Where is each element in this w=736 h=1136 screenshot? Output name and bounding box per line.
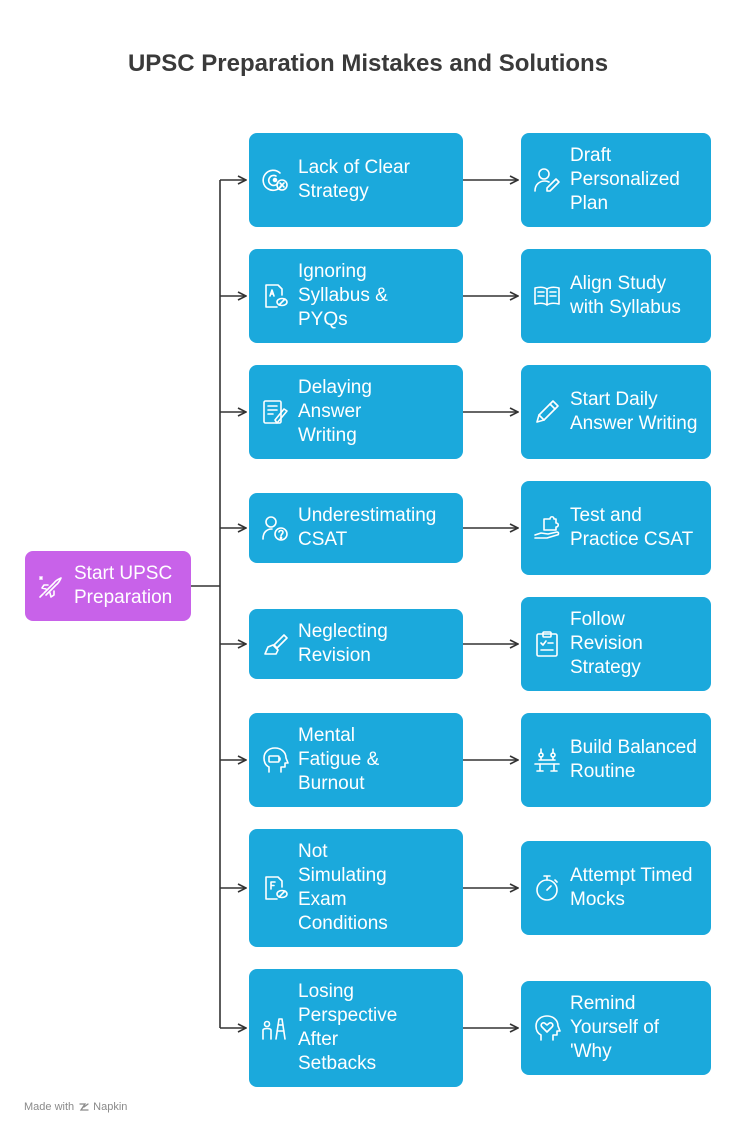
solution-label-3: Start Daily Answer Writing xyxy=(570,389,698,434)
solution-node-6[interactable]: Build Balanced Routine xyxy=(521,713,711,807)
root-node[interactable]: Start UPSC Preparation xyxy=(25,551,191,621)
mistake-label-8: Losing Perspective After Setbacks xyxy=(298,981,398,1074)
solution-node-8[interactable]: Remind Yourself of 'Why xyxy=(521,981,711,1075)
head-battery-icon xyxy=(259,744,291,776)
target-off-icon xyxy=(259,164,291,196)
rocket-icon xyxy=(35,570,67,602)
head-heart-icon xyxy=(531,1012,563,1044)
solution-label-1: Draft Personalized Plan xyxy=(570,145,680,214)
mistake-node-1[interactable]: Lack of Clear Strategy xyxy=(249,133,463,227)
solution-node-1[interactable]: Draft Personalized Plan xyxy=(521,133,711,227)
exam-sheet-icon xyxy=(259,872,291,904)
user-question-icon xyxy=(259,512,291,544)
solution-node-5[interactable]: Follow Revision Strategy xyxy=(521,597,711,691)
made-with-text: Made with xyxy=(24,1101,75,1113)
mistake-label-6: Mental Fatigue & Burnout xyxy=(298,725,380,794)
mistake-label-4: Underestimating CSAT xyxy=(298,505,437,550)
solution-node-4[interactable]: Test and Practice CSAT xyxy=(521,481,711,575)
stopwatch-icon xyxy=(531,872,563,904)
solution-label-8: Remind Yourself of 'Why xyxy=(570,993,660,1062)
diagram-title: UPSC Preparation Mistakes and Solutions xyxy=(127,50,609,77)
clipboard-check-icon xyxy=(531,628,563,660)
open-book-icon xyxy=(531,280,563,312)
mistake-label-1: Lack of Clear Strategy xyxy=(298,157,410,202)
mistake-node-4[interactable]: Underestimating CSAT xyxy=(249,493,463,563)
solution-label-2: Align Study with Syllabus xyxy=(570,273,681,318)
mistake-label-7: Not Simulating Exam Conditions xyxy=(298,841,388,934)
napkin-brand-text[interactable]: Napkin xyxy=(93,1101,128,1113)
solution-node-3[interactable]: Start Daily Answer Writing xyxy=(521,365,711,459)
mistake-label-2: Ignoring Syllabus & PYQs xyxy=(298,261,388,330)
notes-pen-icon xyxy=(259,396,291,428)
footer: Made with Napkin xyxy=(24,1101,127,1113)
balance-beam-icon xyxy=(531,744,563,776)
people-tower-icon xyxy=(259,1012,291,1044)
napkin-logo-icon xyxy=(79,1103,89,1111)
pencil-icon xyxy=(531,396,563,428)
mistake-label-3: Delaying Answer Writing xyxy=(298,377,372,446)
mistake-node-7[interactable]: Not Simulating Exam Conditions xyxy=(249,829,463,947)
solution-label-7: Attempt Timed Mocks xyxy=(570,865,693,910)
mistake-node-2[interactable]: Ignoring Syllabus & PYQs xyxy=(249,249,463,343)
solution-label-6: Build Balanced Routine xyxy=(570,737,697,782)
root-node-label: Start UPSC Preparation xyxy=(74,563,173,608)
user-edit-icon xyxy=(531,164,563,196)
mistake-node-6[interactable]: Mental Fatigue & Burnout xyxy=(249,713,463,807)
puzzle-hand-icon xyxy=(531,512,563,544)
mistake-node-3[interactable]: Delaying Answer Writing xyxy=(249,365,463,459)
document-search-icon xyxy=(259,280,291,312)
mistake-node-8[interactable]: Losing Perspective After Setbacks xyxy=(249,969,463,1087)
solution-node-7[interactable]: Attempt Timed Mocks xyxy=(521,841,711,935)
solution-label-5: Follow Revision Strategy xyxy=(570,609,643,678)
solution-node-2[interactable]: Align Study with Syllabus xyxy=(521,249,711,343)
mistake-label-5: Neglecting Revision xyxy=(298,621,388,666)
mistake-node-5[interactable]: Neglecting Revision xyxy=(249,609,463,679)
eraser-icon xyxy=(259,628,291,660)
solution-label-4: Test and Practice CSAT xyxy=(570,505,694,550)
